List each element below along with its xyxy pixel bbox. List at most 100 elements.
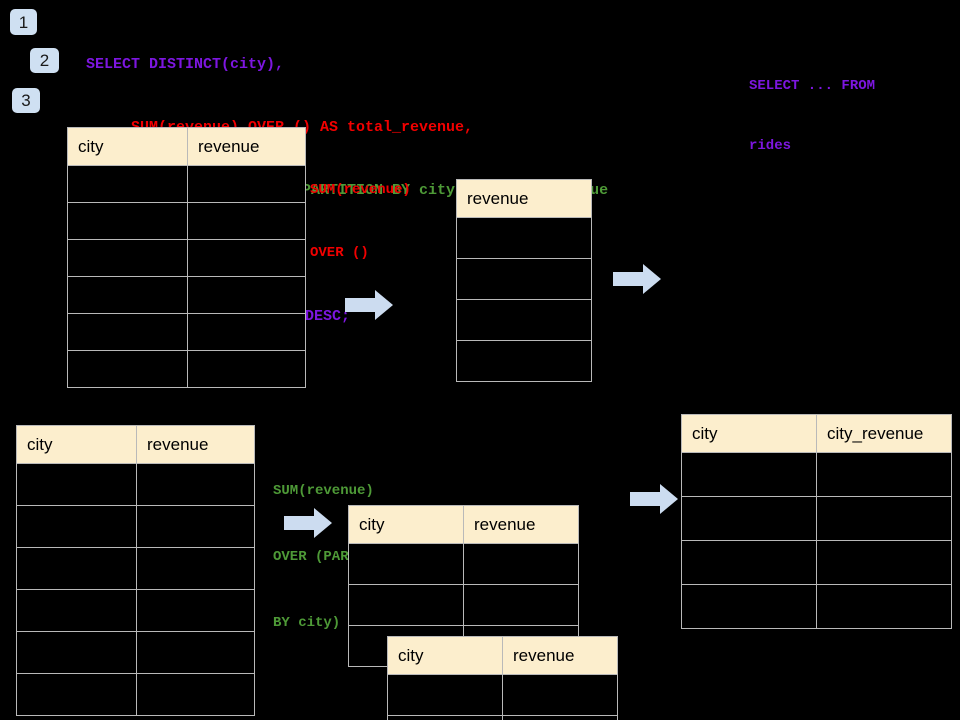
cell-revenue (456, 299, 592, 341)
table-row (456, 258, 592, 300)
table-header-row: city revenue (16, 425, 255, 464)
cell-city (348, 584, 464, 626)
arrow-total-to-result (613, 264, 661, 294)
cell-revenue (187, 165, 306, 203)
cell-revenue (502, 715, 618, 720)
table-row (67, 313, 306, 351)
table-header-row: city revenue (67, 127, 306, 166)
cell-city (67, 313, 188, 351)
cell-city (67, 239, 188, 277)
cell-revenue (136, 589, 255, 632)
column-header-city: city (348, 505, 464, 544)
cell-city (387, 674, 503, 716)
column-header-revenue: revenue (463, 505, 579, 544)
cell-revenue (136, 547, 255, 590)
table-row (16, 505, 255, 548)
table-total-revenue: revenue (456, 179, 592, 382)
table-row (67, 165, 306, 203)
cell-revenue (456, 217, 592, 259)
table-row (681, 496, 952, 541)
cell-city (16, 505, 137, 548)
step-badge-3-label: 3 (21, 91, 31, 110)
cell-revenue (456, 340, 592, 382)
step-badge-1-label: 1 (18, 12, 29, 32)
table-row (67, 202, 306, 240)
column-header-revenue: revenue (502, 636, 618, 675)
cell-city (681, 452, 817, 497)
cell-revenue (187, 202, 306, 240)
table-rides-source-bottom: city revenue (16, 425, 255, 716)
cell-revenue (187, 239, 306, 277)
cell-city-revenue (816, 452, 952, 497)
cell-city (16, 589, 137, 632)
table-row (16, 673, 255, 716)
table-header-row: city city_revenue (681, 414, 952, 453)
cell-revenue (187, 350, 306, 388)
cell-city (681, 540, 817, 585)
cell-city (681, 584, 817, 629)
column-header-city: city (16, 425, 137, 464)
cell-revenue (456, 258, 592, 300)
cell-city (67, 350, 188, 388)
cell-revenue (463, 584, 579, 626)
side-note-select-from: SELECT ... FROM rides (749, 36, 875, 196)
cell-revenue (187, 313, 306, 351)
table-row (348, 543, 579, 585)
table-row (16, 547, 255, 590)
cell-city (16, 673, 137, 716)
table-row (456, 340, 592, 382)
table-row (67, 239, 306, 277)
cell-revenue (136, 505, 255, 548)
table-header-row: revenue (456, 179, 592, 218)
cell-revenue (502, 674, 618, 716)
column-header-city: city (387, 636, 503, 675)
table-row (67, 276, 306, 314)
cell-city (387, 715, 503, 720)
annotation-sum-over-empty-line-1: SUM(revenue) (310, 182, 411, 198)
table-row (16, 463, 255, 506)
table-header-row: city revenue (387, 636, 618, 675)
table-city-revenue-result: city city_revenue (681, 414, 952, 629)
cell-revenue (463, 543, 579, 585)
step-badge-2-label: 2 (39, 51, 50, 70)
cell-city (16, 631, 137, 674)
cell-revenue (136, 463, 255, 506)
table-row (681, 584, 952, 629)
column-header-revenue: revenue (456, 179, 592, 218)
column-header-city-revenue: city_revenue (816, 414, 952, 453)
cell-city-revenue (816, 496, 952, 541)
cell-city-revenue (816, 584, 952, 629)
table-row (681, 540, 952, 585)
table-row (16, 589, 255, 632)
annotation-sum-over-empty: SUM(revenue) OVER () (310, 138, 411, 306)
table-header-row: city revenue (348, 505, 579, 544)
annotation-sum-over-partition-line-3: BY city) (273, 615, 341, 631)
cell-city (681, 496, 817, 541)
table-row (348, 584, 579, 626)
cell-city (67, 165, 188, 203)
annotation-sum-over-partition-line-1: SUM(revenue) (273, 483, 374, 499)
cell-revenue (136, 631, 255, 674)
side-note-line-2: rides (749, 138, 792, 154)
step-badge-3[interactable]: 3 (12, 88, 40, 113)
column-header-revenue: revenue (187, 127, 306, 166)
annotation-sum-over-empty-line-2: OVER () (310, 245, 369, 261)
column-header-revenue: revenue (136, 425, 255, 464)
cell-revenue (136, 673, 255, 716)
column-header-city: city (67, 127, 188, 166)
arrow-partition-to-result (630, 484, 678, 514)
column-header-city: city (681, 414, 817, 453)
table-row (387, 715, 618, 720)
cell-city (16, 547, 137, 590)
table-row (67, 350, 306, 388)
cell-city-revenue (816, 540, 952, 585)
table-row (456, 299, 592, 341)
cell-revenue (187, 276, 306, 314)
arrow-source-to-partition (284, 508, 332, 538)
step-badge-1[interactable]: 1 (10, 9, 37, 35)
table-row (456, 217, 592, 259)
table-partition-group-front: city revenue (387, 636, 618, 720)
step-badge-2[interactable]: 2 (30, 48, 59, 73)
cell-city (16, 463, 137, 506)
